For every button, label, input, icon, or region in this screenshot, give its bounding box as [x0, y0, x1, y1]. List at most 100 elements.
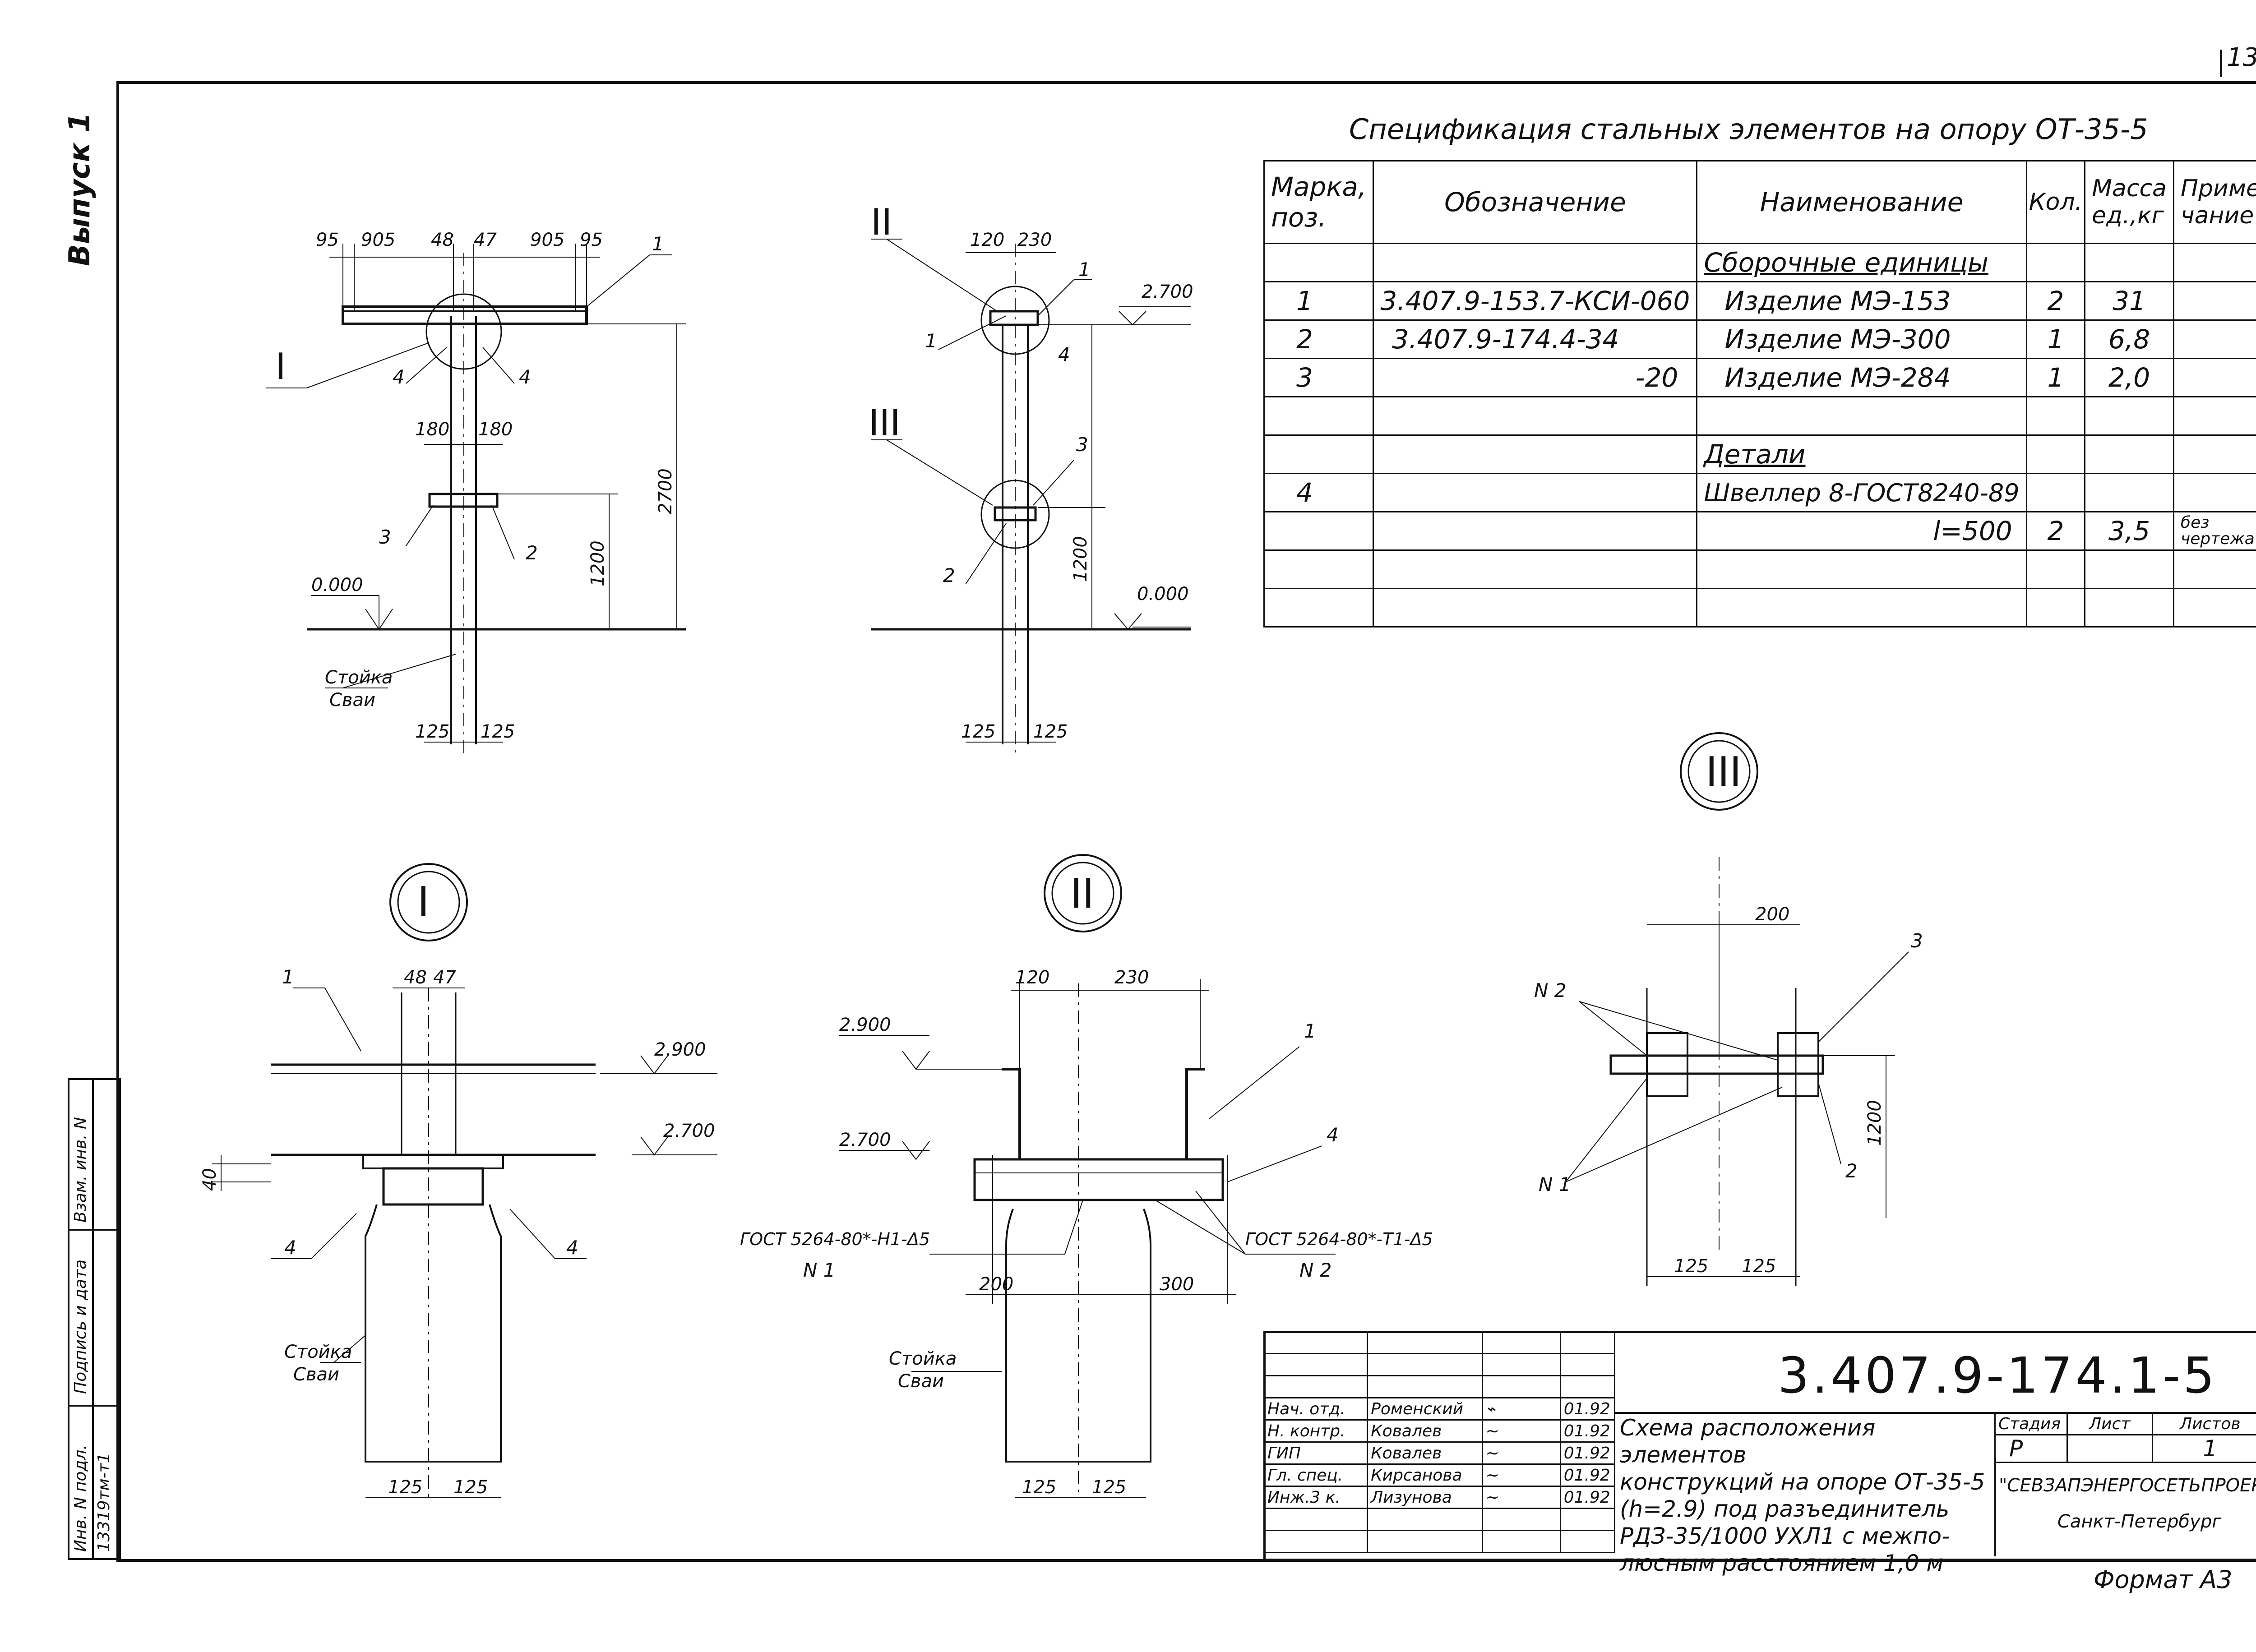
signature: ∼	[1481, 1441, 1561, 1465]
table-cell	[1373, 434, 1698, 474]
dim-label: 125	[388, 1477, 422, 1498]
view2-elevation: II III 120 230 125 125 1200 2.700 0.000 …	[869, 201, 1193, 758]
description-line: (h=2.9) под разъединитель	[1620, 1496, 1950, 1522]
dim-label: 125	[453, 1477, 488, 1498]
spec-table: Марка, поз. Обозначение Наименование Кол…	[1263, 160, 2256, 628]
table-row: Гл. спец. Кирсанова ∼ 01.92	[1263, 1463, 1616, 1487]
org-city: Санкт-Петербург	[2057, 1511, 2222, 1532]
table-row: l=500 2 3,5 без чертежа	[1263, 511, 2256, 551]
dim-label: 1200	[1070, 536, 1091, 582]
dim-label: 180	[415, 419, 449, 440]
table-cell	[2084, 549, 2174, 589]
table-cell: -20	[1373, 358, 1698, 397]
person-role: Нач. отд.	[1263, 1397, 1368, 1421]
table-cell: 3	[1263, 358, 1374, 397]
signature: ∼	[1481, 1486, 1561, 1509]
format-label: Формат А3	[2094, 1565, 2233, 1594]
table-row: 2 3.407.9-174.4-34 Изделие МЭ-300 1 6,8	[1263, 319, 2256, 359]
table-cell	[1373, 473, 1698, 512]
table-cell	[1481, 1375, 1561, 1398]
table-cell	[1373, 511, 1698, 551]
dim-label: 1200	[587, 540, 608, 586]
person-date: 01.92	[1559, 1463, 1616, 1487]
table-cell	[2173, 243, 2256, 282]
dim-label: 200	[979, 1274, 1013, 1295]
table-cell	[1367, 1375, 1483, 1398]
description-line: люсным расстоянием 1,0 м	[1620, 1550, 1944, 1576]
table-cell: 2	[2025, 281, 2086, 321]
table-row	[1263, 396, 2256, 436]
org-name: "СЕВЗАПЭНЕРГОСЕТЬПРОЕКТ"	[1999, 1475, 2256, 1496]
person-name: Роменский	[1367, 1397, 1483, 1421]
level-label: 2.700	[1142, 281, 1193, 302]
callout: 1	[1304, 1020, 1316, 1042]
level-label: 0.000	[311, 575, 363, 595]
table-cell	[2173, 473, 2256, 512]
person-role: Инж.3 к.	[1263, 1486, 1368, 1509]
table-cell	[1373, 588, 1698, 628]
dim-label: 120	[1015, 967, 1049, 988]
callout: 3	[1076, 434, 1088, 456]
table-cell	[1481, 1508, 1561, 1531]
dim-label: 125	[1092, 1477, 1126, 1498]
callout: 2	[943, 564, 955, 586]
level-label: 2.900	[654, 1039, 706, 1060]
title-block-description: Схема расположения элементов конструкций…	[1620, 1414, 1994, 1577]
description-line: РДЗ-35/1000 УХЛ1 с межпо-	[1620, 1523, 1950, 1549]
table-cell: Изделие МЭ-284	[1696, 358, 2027, 397]
dim-label: 40	[199, 1168, 220, 1191]
label-stand: Стойка	[889, 1348, 957, 1369]
label-pile: Сваи	[898, 1371, 944, 1392]
dim-label: 125	[481, 721, 515, 742]
table-cell	[2173, 434, 2256, 474]
table-row: 1 3.407.9-153.7-КСИ-060 Изделие МЭ-153 2…	[1263, 281, 2256, 321]
title-block-divider	[1615, 1412, 2256, 1414]
callout: 4	[1058, 343, 1070, 365]
table-row	[1263, 549, 2256, 589]
dim-label: 905	[361, 230, 395, 250]
table-cell	[1559, 1375, 1616, 1398]
spec-header-mass: Масса ед.,кг	[2084, 160, 2174, 244]
dim-label: 120	[970, 230, 1004, 250]
table-row: Инж.3 к. Лизунова ∼ 01.92	[1263, 1486, 1616, 1509]
sheets-value: 1	[2151, 1434, 2256, 1463]
table-cell	[1367, 1353, 1483, 1376]
table-cell	[1263, 396, 1374, 436]
weld-label-n1: ГОСТ 5264-80*-Н1-Δ5	[740, 1229, 930, 1249]
table-cell	[2025, 549, 2086, 589]
callout: 4	[284, 1237, 296, 1259]
signature: ∼	[1481, 1419, 1561, 1443]
table-cell	[1263, 1508, 1368, 1531]
table-cell	[1263, 243, 1374, 282]
label-pile: Сваи	[329, 690, 375, 711]
dim-label: 125	[961, 721, 995, 742]
callout: 1	[652, 233, 664, 255]
table-cell	[1367, 1530, 1483, 1553]
detail-marker-III: III	[1706, 748, 1742, 796]
table-cell: 2,0	[2084, 358, 2174, 397]
spec-header-note: Приме- чание	[2173, 160, 2256, 244]
callout: 4	[393, 366, 405, 388]
title-block-people: Нач. отд. Роменский ⌁ 01.92 Н. контр. Ко…	[1263, 1331, 1616, 1553]
table-cell	[1559, 1508, 1616, 1531]
sheet-value	[2066, 1434, 2153, 1463]
callout: 3	[1911, 930, 1923, 952]
table-row: 4 Швеллер 8-ГОСТ8240-89	[1263, 473, 2256, 512]
view1-elevation: 95 905 48 47 905 95 180 180 125 125 2700…	[266, 230, 686, 758]
person-role: ГИП	[1263, 1441, 1368, 1465]
table-cell: 6,8	[2084, 319, 2174, 359]
table-cell	[1559, 1331, 1616, 1354]
sheet-header: Лист	[2066, 1412, 2153, 1435]
table-row: Нач. отд. Роменский ⌁ 01.92	[1263, 1397, 1616, 1421]
signature: ⌁	[1481, 1397, 1561, 1421]
stage-value: Р	[1994, 1434, 2068, 1463]
spec-header-row: Марка, поз. Обозначение Наименование Кол…	[1263, 160, 2256, 244]
dim-label: 2700	[655, 468, 676, 514]
table-cell	[1367, 1508, 1483, 1531]
side-stamp	[68, 1078, 121, 1560]
table-cell	[1481, 1331, 1561, 1354]
table-cell	[1373, 549, 1698, 589]
table-row	[1263, 588, 2256, 628]
dim-label: 200	[1755, 904, 1789, 925]
table-cell	[2084, 396, 2174, 436]
